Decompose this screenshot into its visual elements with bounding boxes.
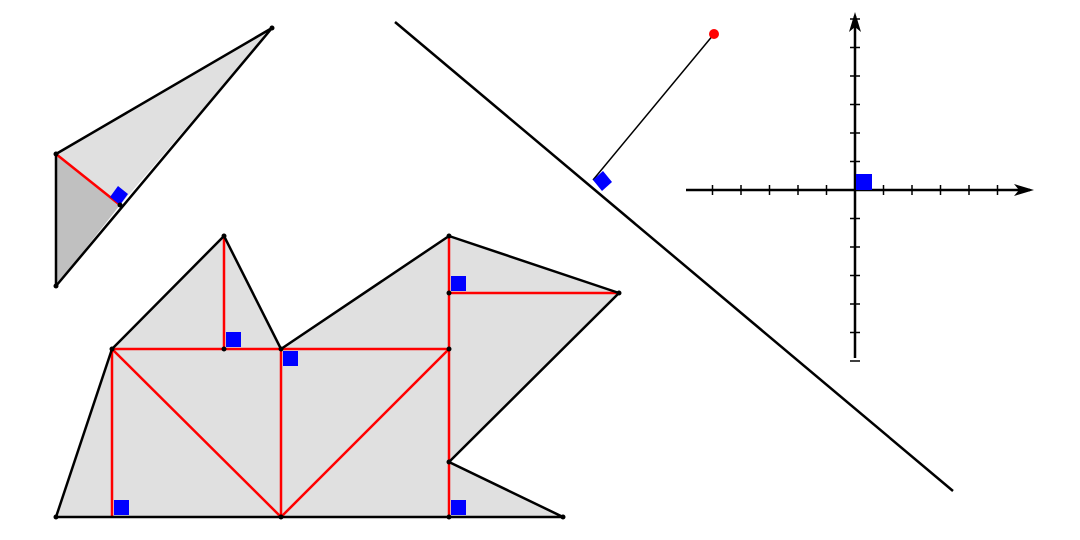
origin-right-angle-marker xyxy=(856,174,872,190)
triangle-vertex xyxy=(269,25,275,31)
y-axis-ticks xyxy=(850,18,860,362)
polygon-vertex xyxy=(616,290,622,296)
y-axis-arrowhead xyxy=(849,12,861,32)
polygon-fill xyxy=(56,236,619,517)
triangle-vertex xyxy=(53,283,59,289)
x-axis-ticks xyxy=(711,185,999,195)
triangle-altitude xyxy=(55,153,121,206)
polygon-vertex xyxy=(53,514,59,520)
perpendicular-segment xyxy=(592,33,715,181)
triangle-outline xyxy=(54,26,274,288)
polygon-right-angle-marker xyxy=(226,332,241,347)
triangle-right-angle-marker xyxy=(110,186,128,205)
triangle-vertex xyxy=(53,151,59,157)
x-axis-arrowhead xyxy=(1014,184,1034,196)
polygon-vertex xyxy=(221,346,227,352)
polygon-vertex xyxy=(278,346,284,352)
polygon-vertex xyxy=(446,290,452,296)
external-point xyxy=(709,29,719,39)
polygon-vertex xyxy=(446,233,452,239)
construction-line xyxy=(111,348,282,518)
polygon-figure xyxy=(53,233,622,520)
triangle-altitude-foot xyxy=(117,202,123,208)
triangle-dark-region xyxy=(56,154,120,286)
polygon-right-angle-marker xyxy=(451,276,466,291)
long-line xyxy=(394,21,954,492)
polygon-vertex xyxy=(446,459,452,465)
polygon-vertex xyxy=(446,346,452,352)
polygon-right-angle-marker xyxy=(451,500,466,515)
polygon-vertex xyxy=(446,514,452,520)
perpendicular-right-angle-marker xyxy=(593,171,612,191)
polygon-vertex xyxy=(109,346,115,352)
perpendicular-figure xyxy=(394,21,954,492)
construction-line xyxy=(280,348,450,518)
triangle-altitude-figure xyxy=(53,25,275,289)
polygon-vertex xyxy=(278,514,284,520)
polygon-vertex xyxy=(221,233,227,239)
polygon-right-angle-marker xyxy=(114,500,129,515)
triangle-light-region xyxy=(56,28,272,205)
coordinate-axes-figure xyxy=(686,12,1034,362)
polygon-vertex xyxy=(560,514,566,520)
polygon-right-angle-marker xyxy=(283,351,298,366)
